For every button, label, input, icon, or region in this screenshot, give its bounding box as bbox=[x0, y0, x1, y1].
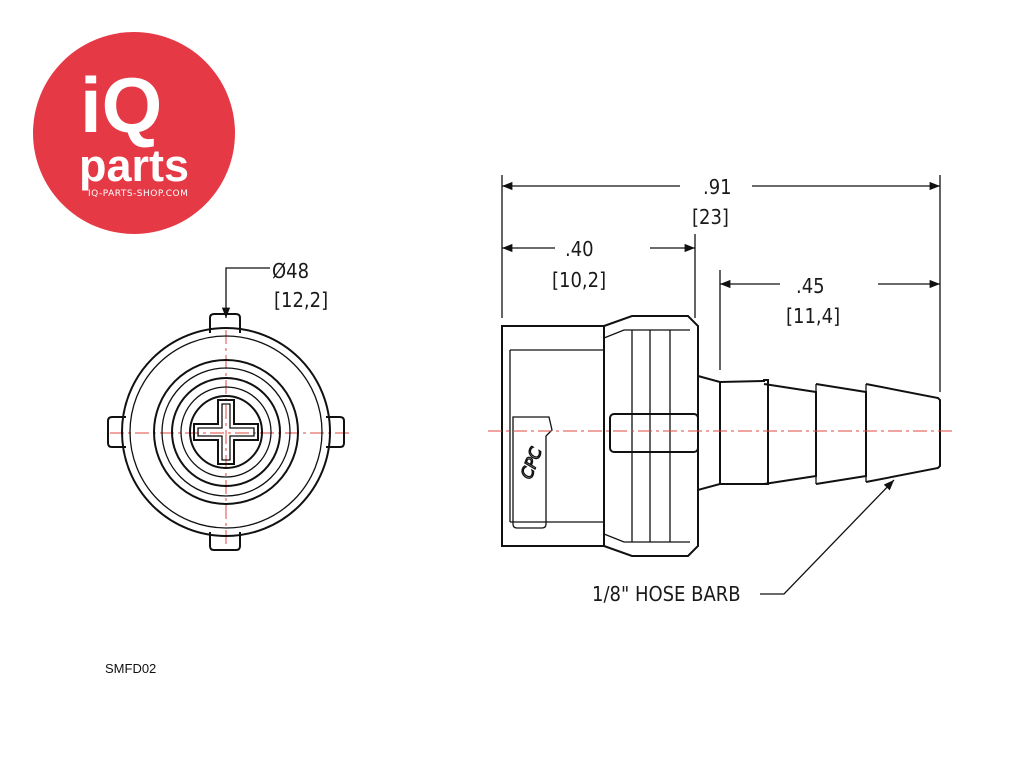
end-view-ring-6 bbox=[180, 386, 272, 478]
hose-barb-callout: 1/8" HOSE BARB bbox=[592, 582, 741, 606]
end-view: Ø48 [12,2] bbox=[107, 259, 352, 551]
end-view-ring-5 bbox=[171, 377, 281, 487]
collar-chamfer-top bbox=[603, 329, 690, 339]
end-view-ring-4 bbox=[161, 367, 291, 497]
logo-brand-main: iQ bbox=[80, 61, 162, 149]
barb-neck bbox=[719, 379, 769, 485]
diameter-leader-arrow bbox=[221, 267, 270, 318]
barb-ring-2 bbox=[815, 383, 867, 485]
latch-window bbox=[512, 416, 553, 529]
body-length: .40 bbox=[565, 237, 594, 261]
body-length-metric: [10,2] bbox=[552, 268, 606, 292]
overall-length: .91 bbox=[703, 175, 732, 199]
logo-brand-sub: parts bbox=[79, 140, 189, 191]
brand-logo: iQ parts IQ-PARTS-SHOP.COM bbox=[33, 32, 235, 234]
end-view-right-tab bbox=[326, 416, 345, 448]
end-view-bottom-tab bbox=[209, 532, 241, 551]
coupling-body-rear bbox=[501, 325, 605, 547]
barb-length-metric: [11,4] bbox=[786, 304, 840, 328]
end-view-ring-3 bbox=[153, 359, 299, 505]
logo-url: IQ-PARTS-SHOP.COM bbox=[88, 189, 188, 199]
barb-ring-1 bbox=[763, 383, 817, 485]
diameter-label: Ø48 bbox=[272, 259, 309, 283]
end-view-outer-ring bbox=[121, 327, 331, 537]
end-view-valve-ring bbox=[189, 395, 263, 469]
overall-length-metric: [23] bbox=[692, 205, 729, 229]
side-view: .91 [23] .40 [10,2] .45 [11,4] CPC bbox=[488, 175, 956, 606]
end-view-left-tab bbox=[107, 416, 126, 448]
hose-barb-leader bbox=[760, 479, 895, 595]
barb-shoulder bbox=[697, 374, 721, 492]
coupling-button bbox=[609, 413, 699, 453]
coupling-collar bbox=[603, 315, 699, 557]
part-number: SMFD02 bbox=[105, 661, 157, 676]
logo-badge bbox=[33, 32, 235, 234]
diameter-metric: [12,2] bbox=[274, 288, 328, 312]
end-view-top-tab bbox=[209, 313, 241, 333]
barb-tip bbox=[865, 383, 941, 483]
body-marking: CPC bbox=[517, 444, 546, 481]
end-view-cross-valve-inner bbox=[197, 403, 255, 461]
end-view-cross-valve bbox=[193, 399, 259, 465]
barb-length: .45 bbox=[796, 274, 825, 298]
end-view-ring-2 bbox=[129, 335, 323, 529]
collar-chamfer-bottom bbox=[603, 533, 690, 543]
